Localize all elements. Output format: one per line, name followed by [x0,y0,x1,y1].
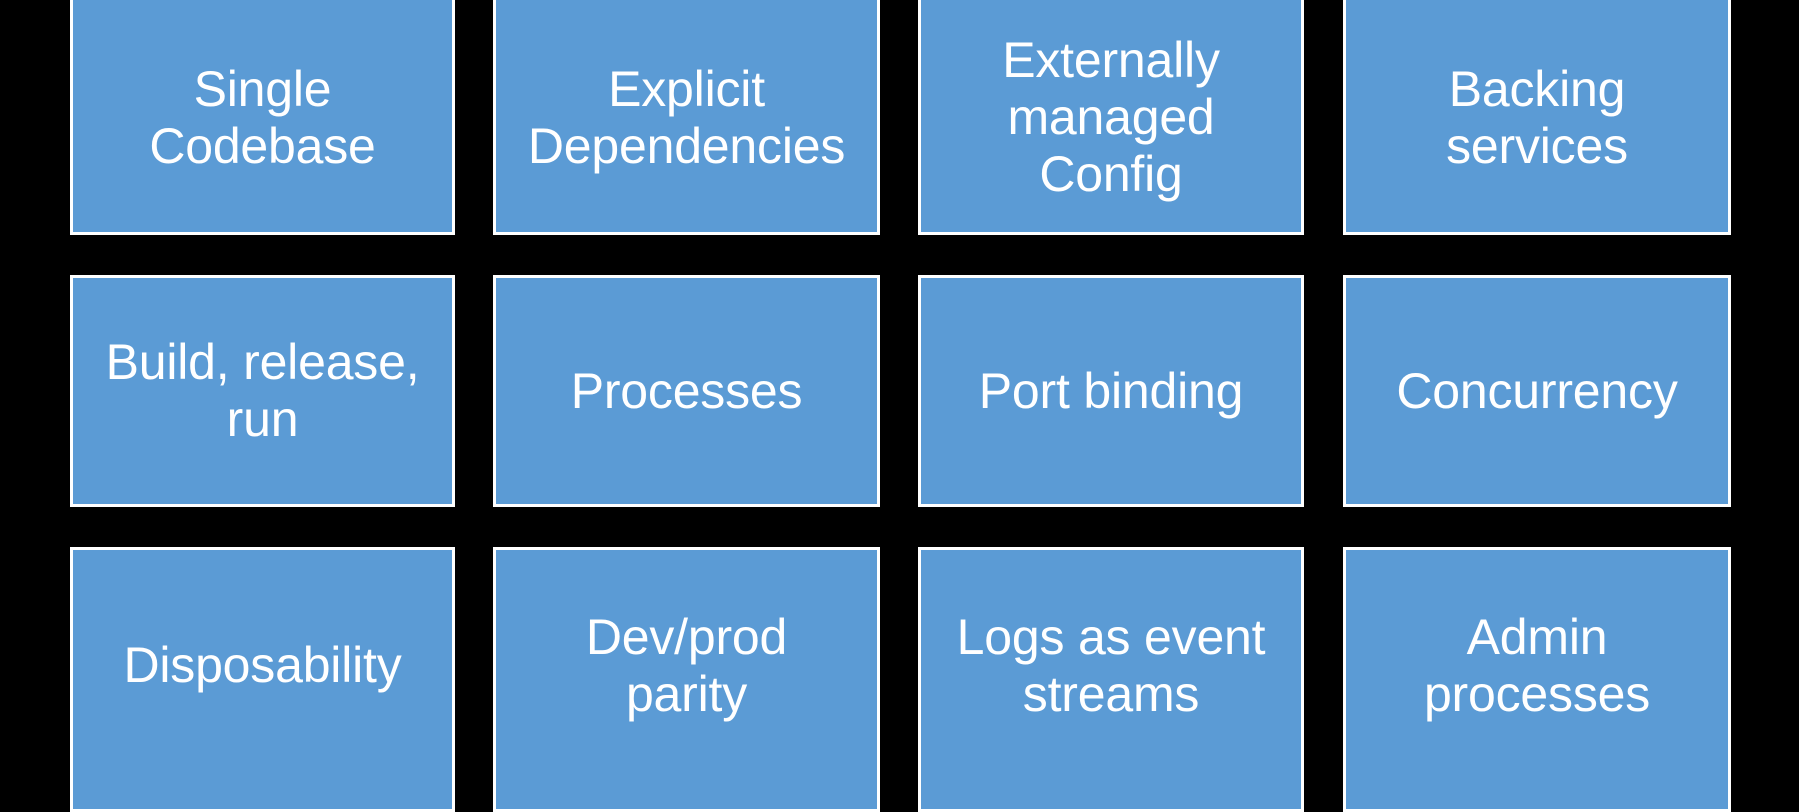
card-label: Backing services [1446,60,1628,174]
card-admin-processes[interactable]: Admin processes [1343,547,1731,812]
card-port-binding[interactable]: Port binding [918,275,1304,507]
card-backing-services[interactable]: Backing services [1343,0,1731,235]
card-single-codebase[interactable]: Single Codebase [70,0,455,235]
card-label: Explicit Dependencies [527,60,846,174]
card-dev-prod-parity[interactable]: Dev/prod parity [493,547,880,812]
card-label: Disposability [123,637,402,693]
card-explicit-dependencies[interactable]: Explicit Dependencies [493,0,880,235]
card-label: Single Codebase [149,60,376,174]
card-label: Concurrency [1396,362,1678,419]
card-concurrency[interactable]: Concurrency [1343,275,1731,507]
card-externally-managed-config[interactable]: Externally managed Config [918,0,1304,235]
card-label: Build, release, run [105,334,420,447]
card-label: Dev/prod parity [585,608,788,722]
card-label: Admin processes [1423,608,1651,722]
card-label: Port binding [978,362,1244,419]
diagram-board: Single Codebase Explicit Dependencies Ex… [70,0,1731,812]
card-label: Logs as event streams [956,608,1266,722]
card-processes[interactable]: Processes [493,275,880,507]
card-logs-as-event-streams[interactable]: Logs as event streams [918,547,1304,812]
card-build-release-run[interactable]: Build, release, run [70,275,455,507]
card-label: Externally managed Config [1002,32,1220,202]
card-label: Processes [570,362,803,419]
card-disposability[interactable]: Disposability [70,547,455,812]
